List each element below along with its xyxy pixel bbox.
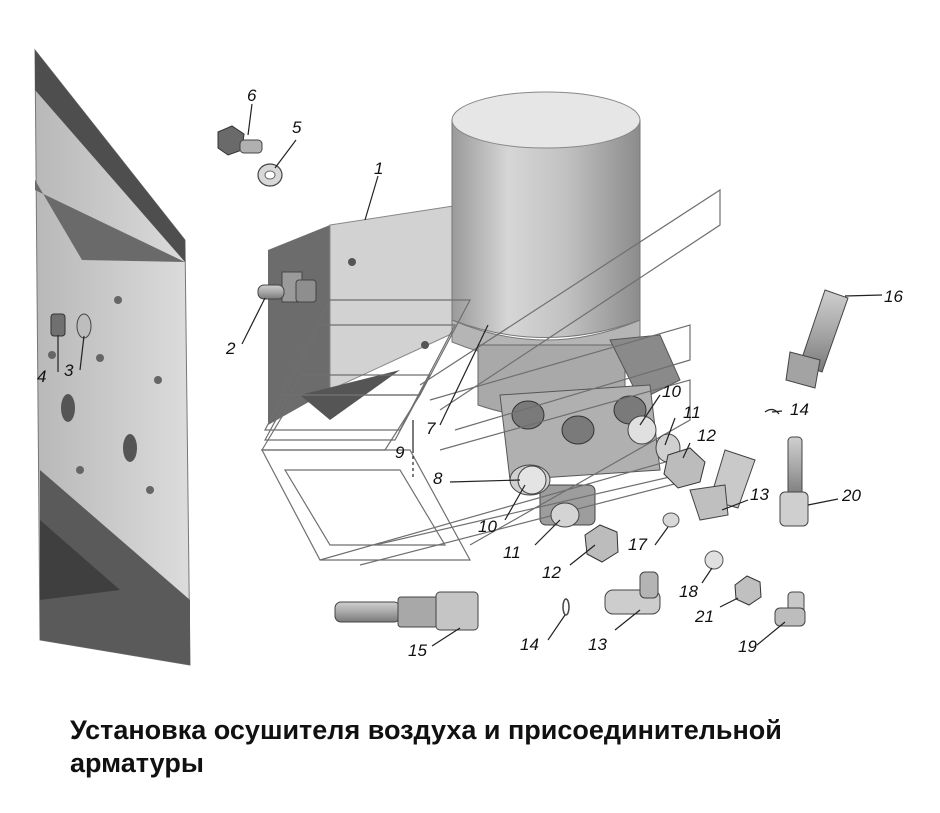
callout-12-top: 12 [697,426,716,445]
callout-1: 1 [374,159,383,178]
diagram-caption: Установка осушителя воздуха и присоедини… [70,715,782,778]
callout-20: 20 [841,486,861,505]
callout-14-top: 14 [790,400,809,419]
leader-lines [57,103,883,647]
vehicle-frame [34,48,191,666]
callout-2: 2 [225,339,236,358]
callout-8: 8 [433,469,443,488]
callout-labels: 1 2 3 4 5 6 7 8 9 10 10 11 11 12 12 13 1… [37,86,903,660]
bolt-2 [257,279,317,303]
washer-11-bottom [550,502,580,528]
callout-7: 7 [426,419,436,438]
callout-6: 6 [247,86,257,105]
callout-10-bottom: 10 [478,517,497,536]
washer-18 [704,550,724,570]
callout-16: 16 [884,287,903,306]
valve-block [499,384,661,526]
callout-18: 18 [679,582,698,601]
callout-5: 5 [292,118,302,137]
callout-13-bottom: 13 [588,635,607,654]
washer-3 [76,313,92,339]
nut-21 [734,575,762,606]
elbow-19 [774,591,806,627]
callout-14-bottom: 14 [520,635,539,654]
clip-14-bottom [562,598,570,616]
callout-19: 19 [738,637,757,656]
fitting-20 [779,436,809,527]
hose-fitting-15 [334,591,479,631]
washer-10-top [627,415,657,445]
callout-11-bottom: 11 [503,543,521,562]
callout-21: 21 [694,607,714,626]
bolt-6 [217,125,263,156]
bracket [268,204,461,425]
fitting-16 [785,289,849,389]
callout-13-top: 13 [750,485,769,504]
plug-17 [662,512,680,528]
callout-12-bottom: 12 [542,563,561,582]
callout-9: 9 [395,443,405,462]
callout-3: 3 [64,361,74,380]
nut-12-bottom [584,524,619,563]
callout-11-top: 11 [683,403,701,422]
air-dryer [451,91,681,418]
callout-15: 15 [408,641,427,660]
assembly-diagram: 1 2 3 4 5 6 7 8 9 10 10 11 11 12 12 13 1… [34,48,903,666]
nut-12-top [663,447,706,489]
callout-4: 4 [37,367,46,386]
nut-4 [50,313,66,337]
elbow-13-bottom [604,571,661,615]
washer-5 [257,163,283,187]
clip-14-top [764,408,780,415]
callout-10-top: 10 [662,382,681,401]
callout-17: 17 [628,535,647,554]
elbow-13-top [689,449,756,521]
